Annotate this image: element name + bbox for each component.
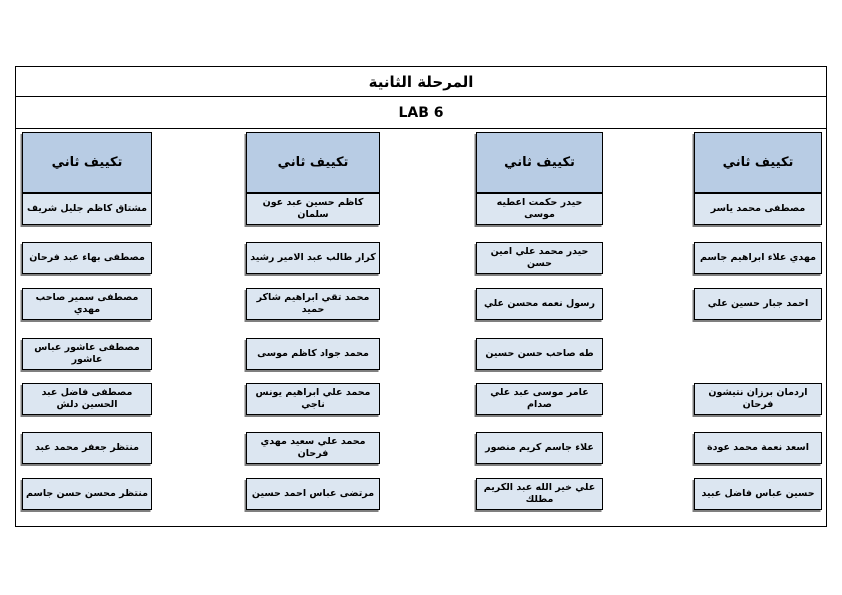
student-name-box: علي خير الله عبد الكريم مطلك [476, 478, 603, 510]
group-header: تكييف ثاني [246, 132, 380, 193]
student-name-box: محمد علي ابراهيم يونس ناجي [246, 383, 380, 415]
student-name-box: محمد تقي ابراهيم شاكر حميد [246, 288, 380, 320]
student-name-box: مصطفى محمد ياسر [694, 193, 822, 225]
stage-title: المرحلة الثانية [16, 67, 826, 97]
schedule-board: المرحلة الثانية LAB 6 تكييف ثاني مشتاق ك… [15, 66, 827, 527]
group-header: تكييف ثاني [22, 132, 152, 193]
student-name-box: احمد جبار حسين علي [694, 288, 822, 320]
student-name-box: مرتضى عباس احمد حسين [246, 478, 380, 510]
student-name-box: حسين عباس فاضل عبيد [694, 478, 822, 510]
student-name-box: مصطفى فاضل عبد الحسين دلش [22, 383, 152, 415]
student-name-box: عامر موسى عبد علي صدام [476, 383, 603, 415]
student-name-box: محمد علي سعيد مهدي فرحان [246, 432, 380, 464]
student-name-box: منتظر محسن حسن جاسم [22, 478, 152, 510]
student-name-box: اردمان برزان نتيشون فرحان [694, 383, 822, 415]
student-name-box: رسول نعمه محسن علي [476, 288, 603, 320]
group-column-1: تكييف ثاني مشتاق كاظم جليل شريف مصطفى به… [22, 129, 152, 525]
group-column-3: تكييف ثاني حيدر حكمت اعطيه موسى حيدر محم… [476, 129, 603, 525]
student-name-box: مصطفى بهاء عبد فرحان [22, 242, 152, 274]
student-name-box: علاء جاسم كريم منصور [476, 432, 603, 464]
student-name-box: محمد جواد كاظم موسى [246, 338, 380, 370]
student-name-box: مهدي علاء ابراهيم جاسم [694, 242, 822, 274]
student-name-box: طه صاحب حسن حسين [476, 338, 603, 370]
student-name-box: مشتاق كاظم جليل شريف [22, 193, 152, 225]
student-name-box: كرار طالب عبد الامير رشيد [246, 242, 380, 274]
student-name-box: حيدر محمد علي امين حسن [476, 242, 603, 274]
student-name-box: منتظر جعفر محمد عبد [22, 432, 152, 464]
group-header: تكييف ثاني [476, 132, 603, 193]
group-column-2: تكييف ثاني كاظم حسين عبد عون سلمان كرار … [246, 129, 380, 525]
group-header: تكييف ثاني [694, 132, 822, 193]
student-name-box: مصطفى عاشور عباس عاشور [22, 338, 152, 370]
lab-title: LAB 6 [16, 97, 826, 129]
columns-area: تكييف ثاني مشتاق كاظم جليل شريف مصطفى به… [16, 129, 826, 525]
student-name-box: كاظم حسين عبد عون سلمان [246, 193, 380, 225]
student-name-box: اسعد نعمة محمد عودة [694, 432, 822, 464]
student-name-box: مصطفى سمير صاحب مهدي [22, 288, 152, 320]
student-name-box: حيدر حكمت اعطيه موسى [476, 193, 603, 225]
group-column-4: تكييف ثاني مصطفى محمد ياسر مهدي علاء ابر… [694, 129, 822, 525]
